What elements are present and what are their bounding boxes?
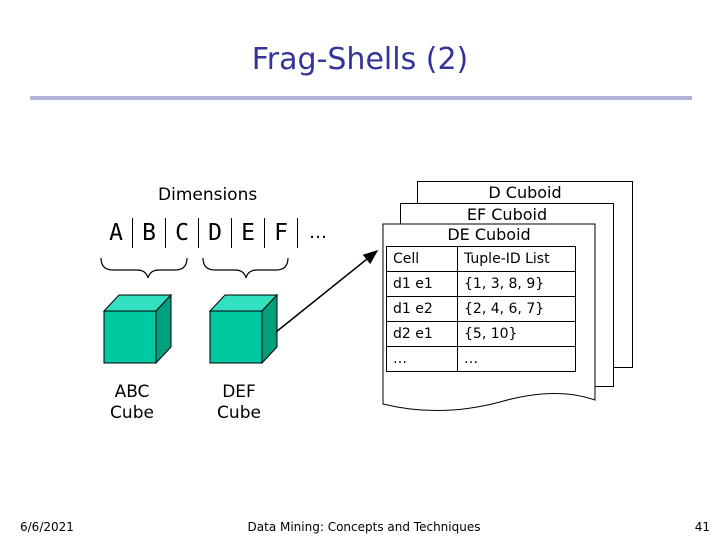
d-cuboid-title: D Cuboid [488,183,562,202]
abc-cube-label: ABC Cube [110,382,154,423]
table-cell: {5, 10} [457,321,576,347]
brace-def [202,257,289,279]
table-cell: … [457,346,576,372]
table-header-cell: Cell [386,246,458,272]
dimension-e: E [232,218,265,248]
dimension-f: F [265,218,298,248]
table-cell: d2 e1 [386,321,458,347]
ef-cuboid-title: EF Cuboid [466,205,548,224]
table-cell: … [386,346,458,372]
dimension-b: B [133,218,166,248]
table-row: … … [386,346,576,372]
slide-title: Frag-Shells (2) [251,42,469,77]
def-cube-front [209,310,263,364]
slide-date: 6/6/2021 [20,520,74,534]
def-cube-label: DEF Cube [217,382,261,423]
abc-cube [102,293,173,365]
slide-page-number: 41 [694,520,710,534]
title-divider [30,96,692,100]
abc-cube-front [103,310,157,364]
dimension-a: A [100,218,133,248]
brace-abc [100,257,188,279]
dimensions-label: Dimensions [158,185,258,205]
table-cell: d1 e1 [386,271,458,297]
de-cuboid-title: DE Cuboid [447,225,531,244]
tuple-id-table: Cell Tuple-ID List d1 e1 {1, 3, 8, 9} d1… [386,246,576,372]
table-row: d2 e1 {5, 10} [386,321,576,347]
table-cell: {1, 3, 8, 9} [457,271,576,297]
table-header-row: Cell Tuple-ID List [386,246,576,272]
dimension-c: C [166,218,199,248]
dimension-d: D [199,218,232,248]
dimension-letters: A B C D E F … [100,218,338,248]
table-row: d1 e2 {2, 4, 6, 7} [386,296,576,322]
table-row: d1 e1 {1, 3, 8, 9} [386,271,576,297]
slide-footer-text: Data Mining: Concepts and Techniques [247,520,481,534]
dimension-more: … [309,222,327,243]
cube-to-cuboid-arrow [275,250,379,333]
table-header-cell: Tuple-ID List [457,246,576,272]
table-cell: {2, 4, 6, 7} [457,296,576,322]
table-cell: d1 e2 [386,296,458,322]
def-cube [208,293,279,365]
